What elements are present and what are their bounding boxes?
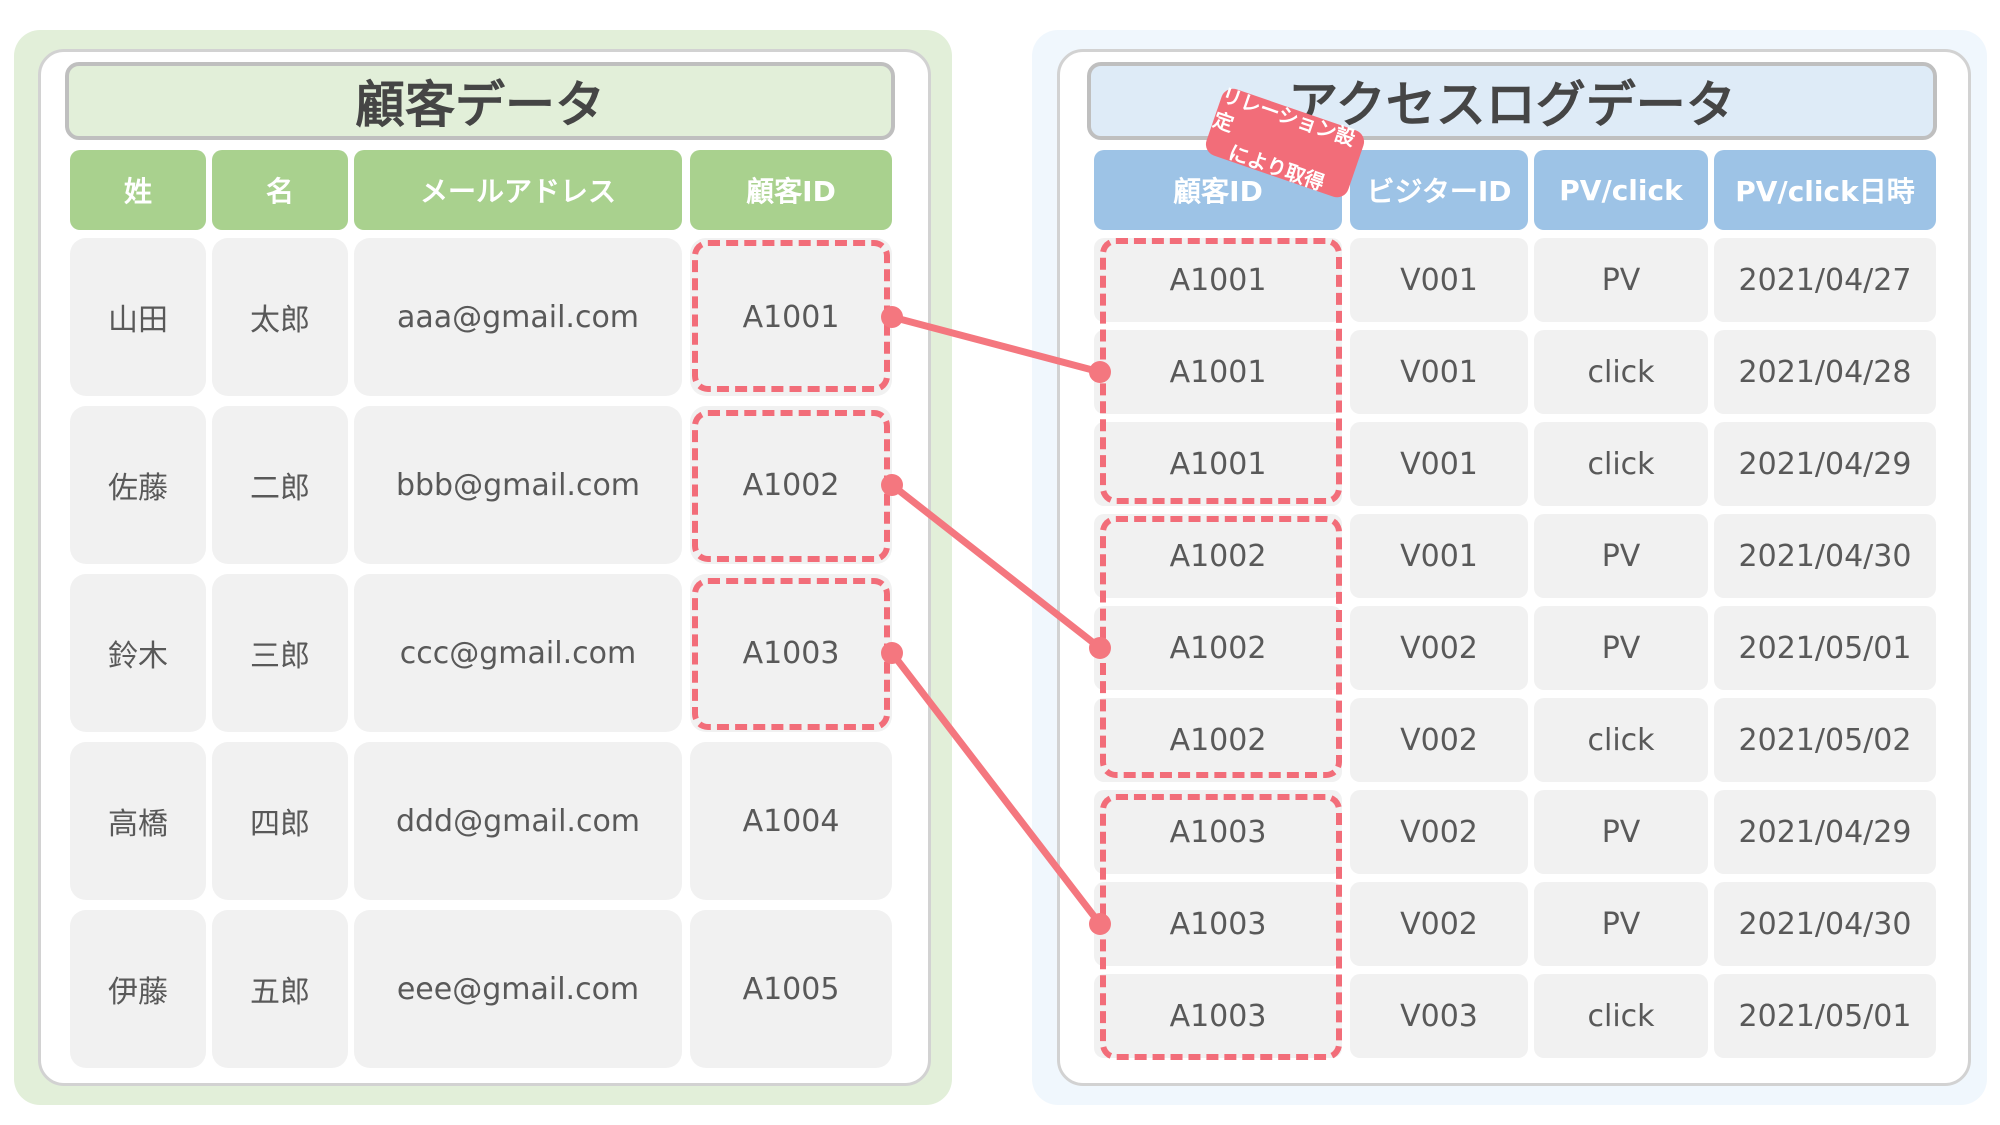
log-cell-customer-id: A1002 xyxy=(1094,514,1342,598)
customer-header-customer-id: 顧客ID xyxy=(690,150,892,230)
log-cell-pv-click: click xyxy=(1534,330,1708,414)
log-cell-datetime: 2021/05/01 xyxy=(1714,974,1936,1058)
log-cell-datetime: 2021/04/28 xyxy=(1714,330,1936,414)
log-cell-datetime: 2021/04/30 xyxy=(1714,882,1936,966)
log-cell-datetime: 2021/04/29 xyxy=(1714,790,1936,874)
customer-cell-email: bbb@gmail.com xyxy=(354,406,682,564)
log-cell-visitor-id: V001 xyxy=(1350,514,1528,598)
log-header-pv-click-datetime: PV/click日時 xyxy=(1714,150,1936,230)
log-cell-pv-click: click xyxy=(1534,422,1708,506)
log-cell-pv-click: PV xyxy=(1534,514,1708,598)
customer-cell-email: ccc@gmail.com xyxy=(354,574,682,732)
log-cell-datetime: 2021/04/27 xyxy=(1714,238,1936,322)
customer-cell-first-name: 太郎 xyxy=(212,238,348,396)
customer-table-title: 顧客データ xyxy=(65,62,895,140)
log-cell-visitor-id: V003 xyxy=(1350,974,1528,1058)
customer-cell-email: ddd@gmail.com xyxy=(354,742,682,900)
relation-end-dot xyxy=(1089,637,1111,659)
log-cell-pv-click: PV xyxy=(1534,606,1708,690)
log-cell-datetime: 2021/04/30 xyxy=(1714,514,1936,598)
log-cell-pv-click: click xyxy=(1534,698,1708,782)
customer-cell-last-name: 鈴木 xyxy=(70,574,206,732)
relation-end-dot xyxy=(1089,361,1111,383)
customer-header-email: メールアドレス xyxy=(354,150,682,230)
customer-cell-email: aaa@gmail.com xyxy=(354,238,682,396)
log-cell-visitor-id: V002 xyxy=(1350,882,1528,966)
log-cell-visitor-id: V002 xyxy=(1350,790,1528,874)
log-cell-pv-click: PV xyxy=(1534,238,1708,322)
customer-cell-first-name: 二郎 xyxy=(212,406,348,564)
log-cell-datetime: 2021/05/02 xyxy=(1714,698,1936,782)
log-cell-customer-id: A1003 xyxy=(1094,974,1342,1058)
log-cell-customer-id: A1002 xyxy=(1094,606,1342,690)
customer-cell-last-name: 山田 xyxy=(70,238,206,396)
customer-cell-last-name: 高橋 xyxy=(70,742,206,900)
customer-cell-email: eee@gmail.com xyxy=(354,910,682,1068)
log-cell-customer-id: A1001 xyxy=(1094,330,1342,414)
log-cell-pv-click: click xyxy=(1534,974,1708,1058)
log-cell-visitor-id: V002 xyxy=(1350,606,1528,690)
relation-start-dot xyxy=(881,642,903,664)
customer-cell-customer-id: A1004 xyxy=(690,742,892,900)
customer-cell-first-name: 五郎 xyxy=(212,910,348,1068)
customer-cell-last-name: 佐藤 xyxy=(70,406,206,564)
log-cell-visitor-id: V001 xyxy=(1350,238,1528,322)
log-header-visitor-id: ビジターID xyxy=(1350,150,1528,230)
customer-cell-customer-id: A1002 xyxy=(690,406,892,564)
relation-start-dot xyxy=(881,474,903,496)
log-cell-customer-id: A1003 xyxy=(1094,790,1342,874)
customer-cell-customer-id: A1005 xyxy=(690,910,892,1068)
relation-line xyxy=(888,481,1104,652)
log-cell-customer-id: A1001 xyxy=(1094,422,1342,506)
log-cell-visitor-id: V001 xyxy=(1350,422,1528,506)
customer-cell-last-name: 伊藤 xyxy=(70,910,206,1068)
customer-cell-customer-id: A1001 xyxy=(690,238,892,396)
customer-cell-customer-id: A1003 xyxy=(690,574,892,732)
log-cell-customer-id: A1002 xyxy=(1094,698,1342,782)
customer-header-first-name: 名 xyxy=(212,150,348,230)
log-cell-visitor-id: V002 xyxy=(1350,698,1528,782)
customer-cell-first-name: 三郎 xyxy=(212,574,348,732)
log-cell-datetime: 2021/04/29 xyxy=(1714,422,1936,506)
log-cell-customer-id: A1001 xyxy=(1094,238,1342,322)
log-header-pv-click: PV/click xyxy=(1534,150,1708,230)
relation-line xyxy=(888,649,1104,928)
relation-start-dot xyxy=(881,306,903,328)
log-cell-customer-id: A1003 xyxy=(1094,882,1342,966)
log-cell-pv-click: PV xyxy=(1534,790,1708,874)
customer-header-last-name: 姓 xyxy=(70,150,206,230)
log-cell-pv-click: PV xyxy=(1534,882,1708,966)
log-cell-datetime: 2021/05/01 xyxy=(1714,606,1936,690)
customer-cell-first-name: 四郎 xyxy=(212,742,348,900)
relation-end-dot xyxy=(1089,913,1111,935)
log-cell-visitor-id: V001 xyxy=(1350,330,1528,414)
relation-line xyxy=(888,313,1104,376)
